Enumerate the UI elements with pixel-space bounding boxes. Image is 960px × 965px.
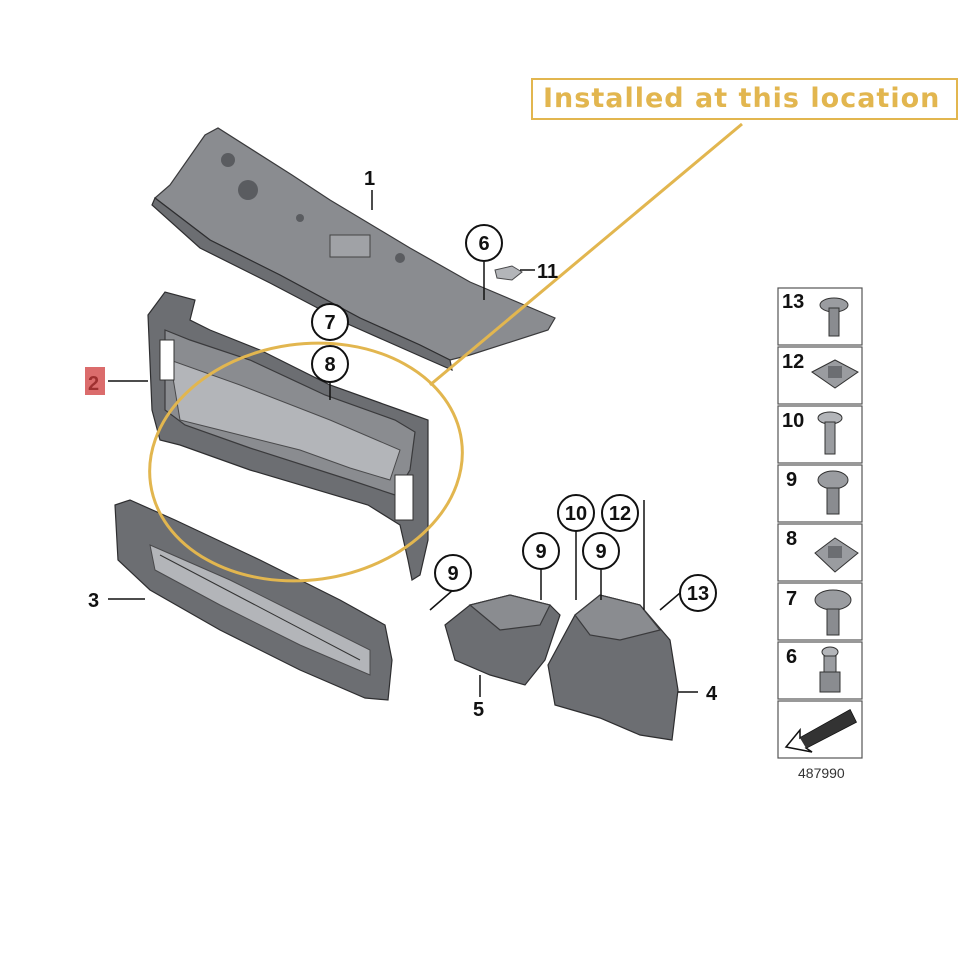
clip-nut-square-icon (814, 537, 859, 573)
bolt-flange-icon (819, 297, 849, 337)
legend-cell-7 (777, 582, 863, 641)
svg-text:6: 6 (786, 646, 797, 668)
svg-text:8: 8 (786, 528, 797, 550)
circled-label-7: 7 (311, 303, 349, 341)
circled-label-12: 12 (601, 494, 639, 532)
part-1-upper-panel (151, 127, 556, 372)
label-4: 4 (706, 683, 718, 705)
label-5: 5 (473, 699, 484, 721)
clip-nut-icon (811, 359, 859, 389)
part-6-clip (494, 265, 523, 281)
svg-text:9: 9 (595, 541, 606, 563)
circled-label-9-right-duct: 9 (582, 532, 620, 570)
svg-text:9: 9 (535, 541, 546, 563)
svg-text:9: 9 (447, 563, 458, 585)
washer-screw-icon (817, 470, 849, 515)
direction-arrow-icon (784, 708, 858, 753)
circled-label-8: 8 (311, 345, 349, 383)
circled-label-9-frame: 9 (434, 554, 472, 592)
circled-label-10: 10 (557, 494, 595, 532)
installed-location-callout: Installed at this location (531, 78, 958, 120)
large-washer-bolt-icon (814, 589, 852, 636)
circled-label-6: 6 (465, 224, 503, 262)
callout-leader-line (429, 122, 743, 387)
svg-text:10: 10 (782, 410, 804, 432)
push-rivet-icon (817, 411, 843, 455)
installed-location-ellipse (148, 341, 464, 583)
part-2-highlight-marker (85, 367, 105, 395)
svg-text:10: 10 (565, 503, 587, 525)
svg-text:6: 6 (478, 233, 489, 255)
part-3-lower-grille (114, 499, 393, 701)
label-3: 3 (88, 590, 99, 612)
circled-label-9-left-duct: 9 (522, 532, 560, 570)
label-1: 1 (364, 168, 375, 190)
legend-cell-13 (777, 287, 863, 346)
svg-text:13: 13 (782, 291, 804, 313)
part-2-front-frame (147, 291, 429, 581)
legend-cell-9 (777, 464, 863, 523)
reference-number: 487990 (798, 765, 845, 781)
svg-text:13: 13 (687, 583, 709, 605)
svg-text:12: 12 (782, 351, 804, 373)
part-4-right-duct (547, 594, 679, 741)
label-11: 11 (537, 261, 558, 283)
svg-text:7: 7 (324, 312, 335, 334)
leader-lines (108, 190, 698, 697)
circled-label-13: 13 (679, 574, 717, 612)
stud-clip-icon (819, 646, 841, 693)
svg-text:12: 12 (609, 503, 631, 525)
fastener-legend: 13 12 10 9 8 7 6 487990 (777, 287, 863, 781)
svg-text:7: 7 (786, 588, 797, 610)
svg-text:8: 8 (324, 354, 335, 376)
part-5-left-duct (444, 594, 561, 686)
svg-text:9: 9 (786, 469, 797, 491)
